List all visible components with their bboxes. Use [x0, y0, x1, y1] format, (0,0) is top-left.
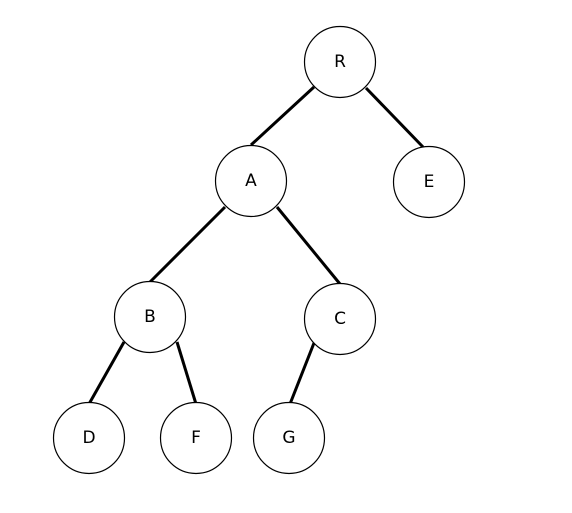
tree-node-c: C — [303, 282, 377, 356]
edge-c-g — [288, 342, 316, 405]
tree-edges — [87, 85, 425, 405]
node-label-e: E — [424, 172, 435, 192]
edge-a-b — [148, 205, 227, 284]
node-circle-r — [303, 25, 377, 99]
tree-node-a: A — [214, 144, 288, 218]
node-label-d: D — [82, 428, 95, 448]
edge-r-e — [364, 86, 425, 149]
edge-a-c — [275, 206, 342, 285]
tree-node-b: B — [113, 280, 187, 354]
node-circle-d — [52, 401, 126, 475]
tree-node-d: D — [52, 401, 126, 475]
node-circle-a — [214, 144, 288, 218]
node-label-f: F — [191, 428, 201, 448]
edge-r-a — [249, 85, 316, 147]
node-label-c: C — [334, 309, 346, 329]
node-circle-g — [252, 401, 326, 475]
node-circle-f — [159, 401, 233, 475]
node-circle-c — [303, 282, 377, 356]
node-label-r: R — [334, 52, 346, 72]
node-label-a: A — [245, 171, 257, 191]
tree-node-e: E — [392, 145, 466, 219]
tree-nodes: R A E B C D F G — [52, 25, 466, 475]
node-circle-b — [113, 280, 187, 354]
node-label-g: G — [282, 428, 295, 448]
node-label-b: B — [144, 307, 156, 327]
edge-b-d — [87, 341, 126, 405]
tree-node-f: F — [159, 401, 233, 475]
edge-b-f — [175, 341, 198, 405]
tree-node-g: G — [252, 401, 326, 475]
node-circle-e — [392, 145, 466, 219]
tree-node-r: R — [303, 25, 377, 99]
